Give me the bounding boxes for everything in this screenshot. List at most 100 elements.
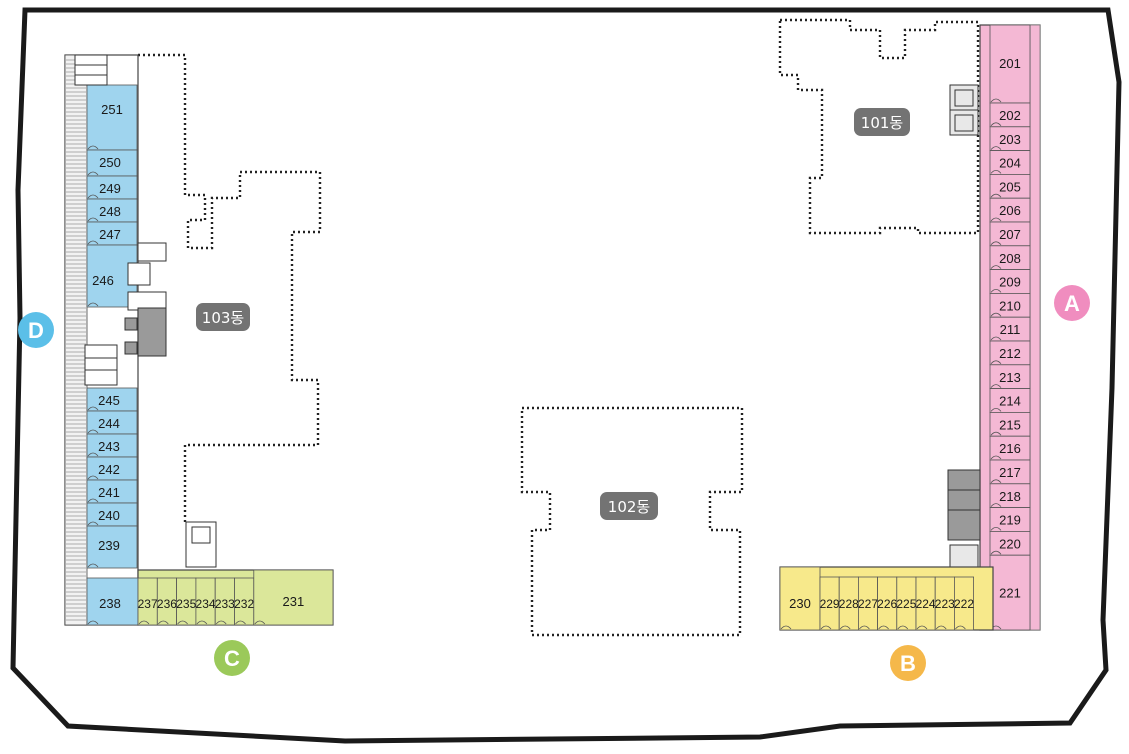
unit-label: 244 [98,416,120,431]
unit-245[interactable]: 245 [86,387,138,412]
unit-label: 236 [157,597,177,611]
unit-label: 206 [999,203,1021,218]
svg-text:103동: 103동 [202,309,245,327]
corridor-hatching [66,59,86,621]
stair-core-101 [949,84,979,136]
unit-label: 247 [99,227,121,242]
unit-206[interactable]: 206 [989,197,1031,223]
unit-251[interactable]: 251 [86,84,138,151]
unit-239[interactable]: 239 [86,525,138,569]
unit-label: 240 [98,508,120,523]
unit-240[interactable]: 240 [86,502,138,527]
unit-243[interactable]: 243 [86,433,138,458]
unit-236[interactable]: 236 [156,577,177,626]
unit-214[interactable]: 214 [989,388,1031,413]
unit-label: 230 [789,596,811,611]
unit-244[interactable]: 244 [86,410,138,435]
unit-label: 203 [999,132,1021,147]
unit-label: 229 [820,597,840,611]
unit-204[interactable]: 204 [989,150,1031,175]
unit-241[interactable]: 241 [86,479,138,504]
zone-badge-d[interactable]: D [18,312,54,348]
unit-250[interactable]: 250 [86,149,138,177]
unit-label: 204 [999,156,1021,171]
unit-223[interactable]: 223 [935,576,955,631]
zone-badge-b[interactable]: B [890,645,926,681]
unit-label: 233 [215,597,235,611]
unit-247[interactable]: 247 [86,221,138,246]
unit-233[interactable]: 233 [214,577,235,626]
unit-label: 242 [98,462,120,477]
unit-label: 209 [999,275,1021,290]
unit-label: 212 [999,346,1021,361]
unit-224[interactable]: 224 [916,576,936,631]
unit-label: 208 [999,251,1021,266]
svg-text:B: B [900,651,916,676]
unit-234[interactable]: 234 [195,577,216,626]
unit-201[interactable]: 201 [989,24,1031,104]
unit-label: 215 [999,417,1021,432]
building-101-label: 101동 [854,108,910,136]
unit-242[interactable]: 242 [86,456,138,481]
unit-label: 246 [92,273,114,288]
unit-210[interactable]: 210 [989,292,1031,318]
stair-core-c [185,521,217,568]
unit-238[interactable]: 238 [86,577,139,626]
unit-label: 232 [234,597,254,611]
unit-235[interactable]: 235 [176,577,197,626]
unit-label: 249 [99,181,121,196]
unit-label: 224 [916,597,936,611]
stair-core-d-mid [84,344,118,386]
unit-249[interactable]: 249 [86,175,138,200]
unit-230[interactable]: 230 [779,566,821,631]
unit-212[interactable]: 212 [989,340,1031,366]
unit-207[interactable]: 207 [989,221,1031,247]
unit-label: 202 [999,108,1021,123]
unit-226[interactable]: 226 [877,576,898,631]
unit-218[interactable]: 218 [989,483,1031,508]
unit-label: 214 [999,394,1021,409]
unit-202[interactable]: 202 [989,102,1031,128]
unit-231[interactable]: 231 [253,569,334,626]
unit-237[interactable]: 237 [137,577,158,626]
unit-label: 231 [283,594,305,609]
unit-228[interactable]: 228 [839,576,859,631]
zone-d: 251 250 249 248 247 246 245 244 243 242 241 240 239 [64,54,139,626]
unit-213[interactable]: 213 [989,364,1031,389]
unit-216[interactable]: 216 [989,435,1031,461]
zone-badge-a[interactable]: A [1054,285,1090,321]
unit-label: 211 [1000,322,1021,337]
unit-219[interactable]: 219 [989,507,1031,532]
unit-229[interactable]: 229 [820,576,840,631]
zone-badge-c[interactable]: C [214,640,250,676]
stair-core-d-north [74,54,108,86]
unit-205[interactable]: 205 [989,173,1031,199]
unit-220[interactable]: 220 [989,531,1031,556]
site-boundary [10,7,1122,744]
svg-text:C: C [224,646,240,671]
unit-225[interactable]: 225 [896,576,917,631]
unit-203[interactable]: 203 [989,126,1031,152]
unit-label: 235 [176,597,196,611]
unit-215[interactable]: 215 [989,411,1031,437]
unit-label: 251 [101,102,123,117]
unit-label: 241 [98,485,120,500]
unit-label: 216 [999,441,1021,456]
stair-core-a-south [947,469,981,568]
unit-label: 238 [99,596,121,611]
unit-222[interactable]: 222 [954,576,974,631]
unit-208[interactable]: 208 [989,245,1031,271]
unit-227[interactable]: 227 [858,576,878,631]
building-103-footprint [138,53,322,525]
unit-209[interactable]: 209 [989,269,1031,294]
unit-248[interactable]: 248 [86,198,138,223]
unit-label: 226 [877,597,897,611]
unit-211[interactable]: 211 [989,316,1031,342]
unit-label: 205 [999,179,1021,194]
unit-217[interactable]: 217 [989,459,1031,485]
unit-221[interactable]: 221 [989,554,1031,631]
unit-232[interactable]: 232 [234,577,254,626]
